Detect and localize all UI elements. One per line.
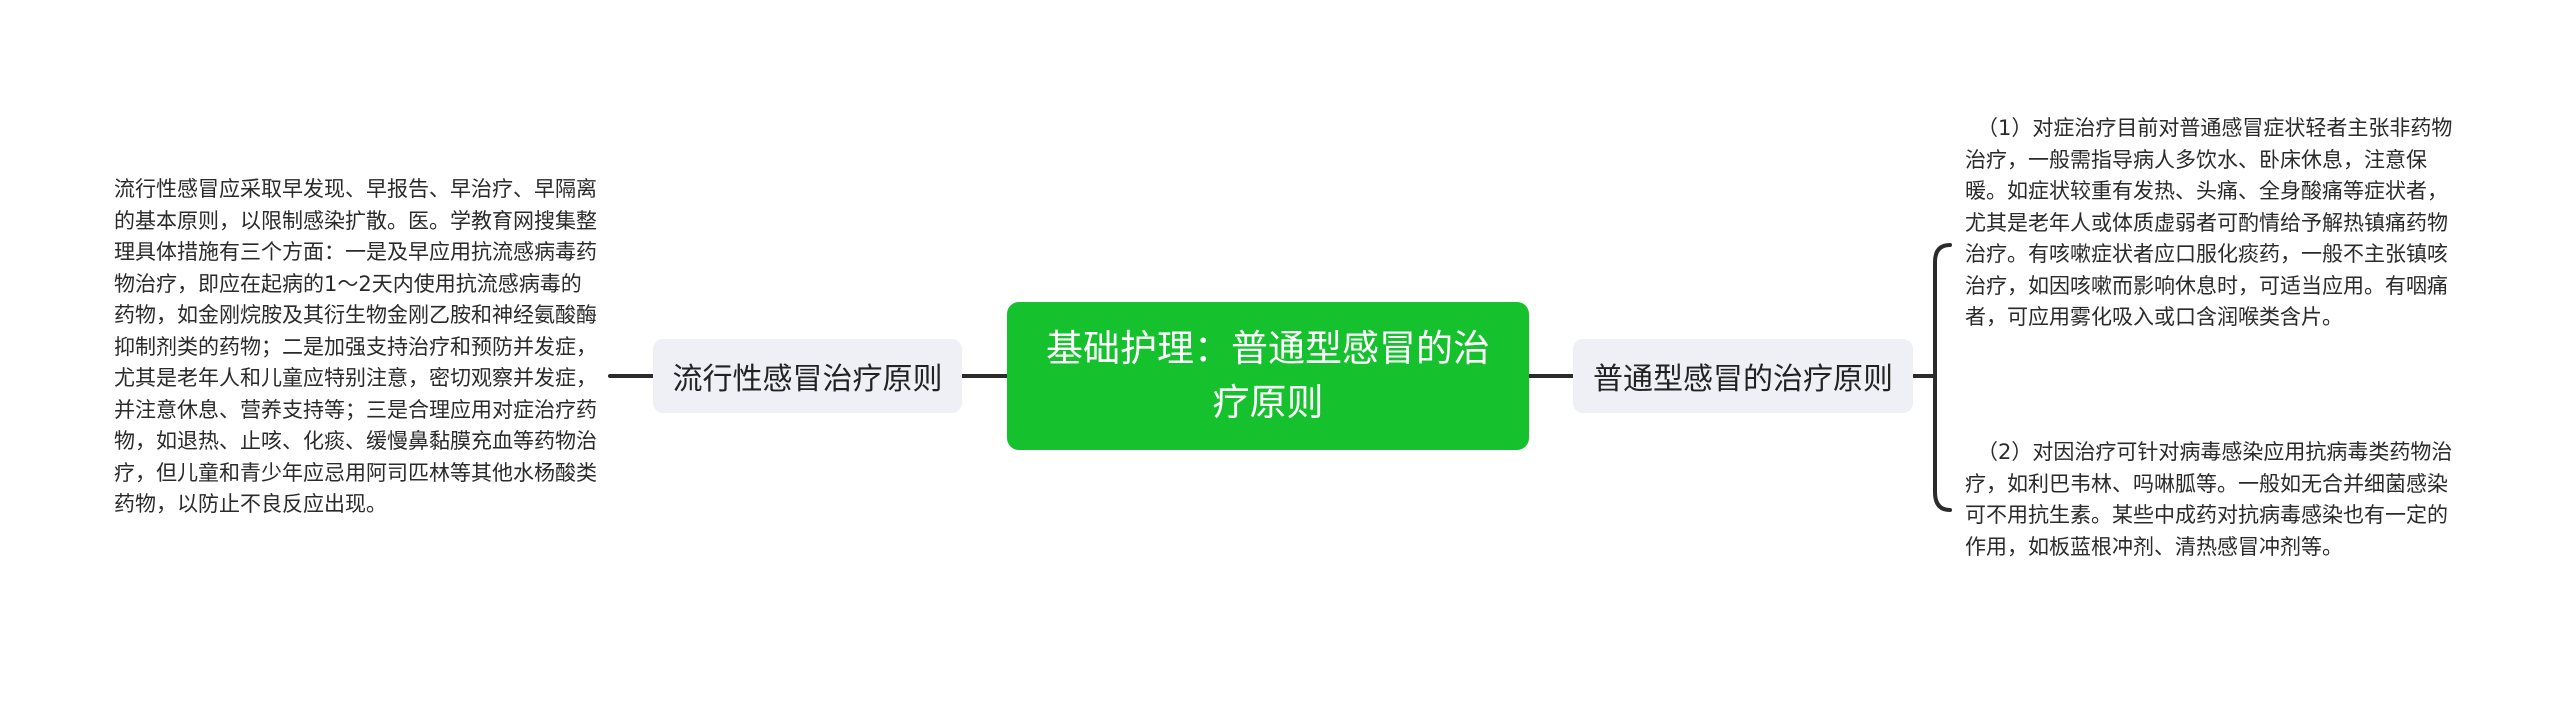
right-leaf-detail-2: （2）对因治疗可针对病毒感染应用抗病毒类药物治疗，如利巴韦林、吗啉胍等。一般如无… [1965,440,2453,559]
root-node[interactable]: 基础护理：普通型感冒的治疗原则 [1007,302,1529,450]
left-leaf-detail: 流行性感冒应采取早发现、早报告、早治疗、早隔离的基本原则，以限制感染扩散。医。学… [114,177,597,516]
right-leaf-detail-1: （1）对症治疗目前对普通感冒症状轻者主张非药物治疗，一般需指导病人多饮水、卧床休… [1965,116,2453,329]
connector-right-bracket [1911,243,1952,512]
left-branch-node[interactable]: 流行性感冒治疗原则 [653,339,962,413]
right-branch-node[interactable]: 普通型感冒的治疗原则 [1573,339,1913,413]
